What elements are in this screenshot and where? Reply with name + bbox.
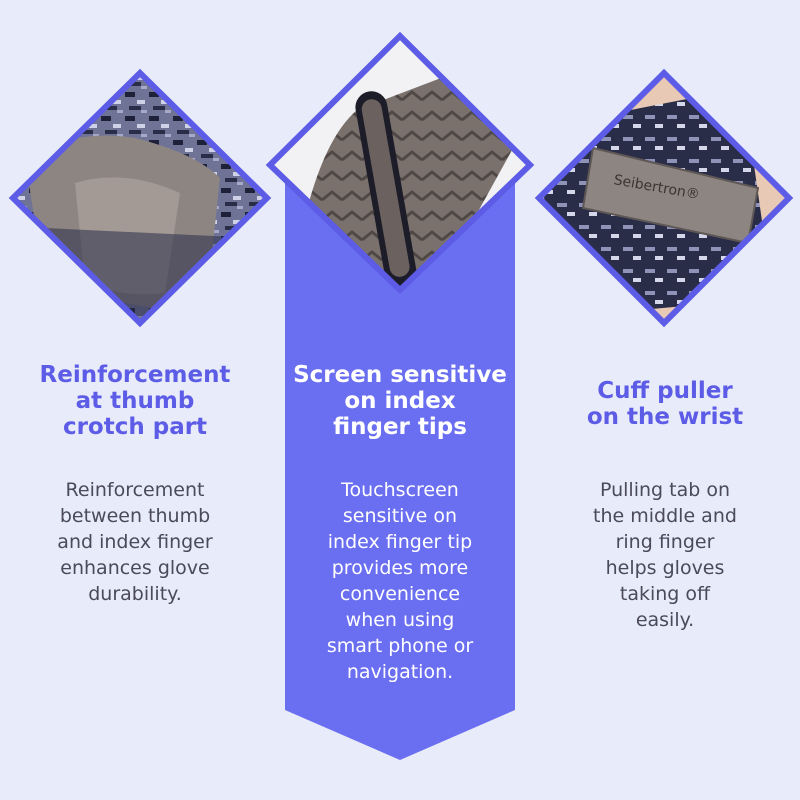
title-line: Screen sensitive (293, 362, 507, 388)
center-diamond-photo (262, 30, 538, 295)
glove-thumb-reinforcement-photo-icon (8, 68, 272, 328)
left-diamond-photo (5, 68, 275, 328)
desc-line: provides more (331, 557, 469, 579)
right-diamond-photo: Seibertron® (533, 68, 795, 328)
title-line: at thumb (75, 388, 195, 414)
desc-line: between thumb (59, 505, 211, 527)
feature-description-cuff: Pulling tab on the middle and ring finge… (550, 477, 780, 633)
desc-line: convenience (339, 583, 461, 605)
desc-line: easily. (635, 609, 695, 631)
desc-line: Pulling tab on (599, 479, 730, 501)
title-line: crotch part (62, 414, 208, 440)
desc-line: taking off (619, 583, 711, 605)
title-line: finger tips (333, 414, 467, 440)
feature-description-touchscreen: Touchscreen sensitive on index finger ti… (290, 477, 510, 685)
feature-description-thumb: Reinforcement between thumb and index fi… (20, 477, 250, 607)
title-line: Cuff puller (597, 378, 733, 404)
desc-line: enhances glove (60, 557, 210, 579)
desc-line: sensitive on (342, 505, 458, 527)
title-line: on the wrist (586, 404, 744, 430)
title-line: on index (344, 388, 456, 414)
feature-title-touchscreen: Screen sensitive on index finger tips (290, 362, 510, 440)
desc-line: navigation. (346, 661, 454, 683)
desc-line: ring finger (615, 531, 715, 553)
title-line: Reinforcement (39, 362, 231, 388)
desc-line: and index finger (57, 531, 213, 553)
desc-line: smart phone or (326, 635, 474, 657)
desc-line: durability. (88, 583, 182, 605)
glove-touchscreen-fingertip-photo-icon (265, 31, 535, 295)
feature-title-thumb: Reinforcement at thumb crotch part (20, 362, 250, 440)
desc-line: helps gloves (605, 557, 725, 579)
desc-line: index finger tip (327, 531, 473, 553)
desc-line: Touchscreen (341, 479, 459, 501)
desc-line: when using (345, 609, 455, 631)
desc-line: the middle and (593, 505, 737, 527)
desc-line: Reinforcement (65, 479, 205, 501)
glove-wrist-cuff-photo-icon: Seibertron® (534, 68, 794, 328)
feature-title-cuff: Cuff puller on the wrist (550, 378, 780, 430)
